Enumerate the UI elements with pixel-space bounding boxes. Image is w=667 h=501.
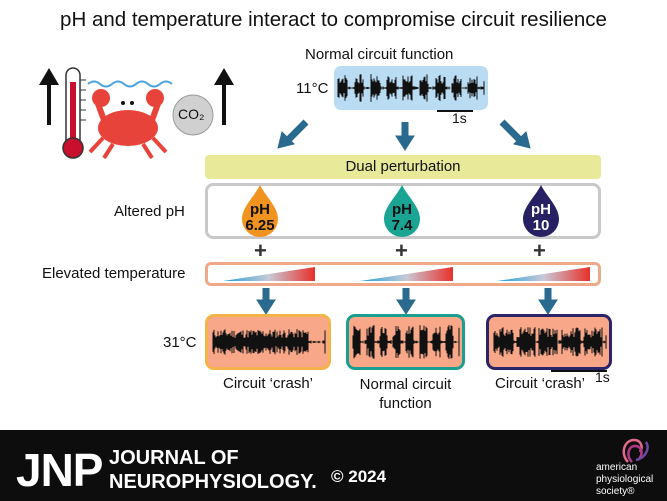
bottom-trace-waveforms — [212, 325, 607, 359]
temperature-box — [205, 262, 601, 286]
trace-normal-waveform — [352, 325, 460, 359]
right-arrow-icon — [499, 119, 523, 143]
environment-icons — [39, 67, 234, 160]
water-waves-icon — [87, 80, 173, 88]
temperature-ramp-center-icon — [360, 267, 453, 281]
elevated-temperature-label: Elevated temperature — [42, 265, 186, 282]
copyright-text: © 2024 — [331, 467, 387, 486]
outcome-right-label: Circuit ‘crash’ — [495, 375, 586, 392]
ph-drop-neutral-ph: pH — [392, 201, 412, 218]
ph-box — [205, 183, 601, 239]
figure-title: pH and temperature interact to compromis… — [60, 8, 607, 31]
ph-drop-high-ph: pH — [531, 201, 551, 218]
diverging-arrows — [277, 119, 531, 151]
aps-logo-icon — [622, 438, 649, 463]
temperature-up-arrow-icon — [39, 68, 59, 125]
top-scale-bar — [437, 110, 473, 112]
high-temperature-label: 31°C — [163, 334, 197, 351]
society-name-line2: physiological — [596, 474, 654, 485]
down-arrowhead-right-icon — [538, 299, 558, 315]
co2-label: CO₂ — [178, 106, 205, 122]
outcome-center-label: Normal circuit function — [338, 375, 473, 413]
temperature-ramps — [223, 267, 590, 281]
plus-sign-left: + — [254, 238, 267, 263]
left-arrowhead-icon — [277, 131, 295, 149]
normal-circuit-label: Normal circuit function — [305, 46, 454, 63]
ph-drop-high-value: 10 — [533, 217, 550, 234]
co2-up-arrow-icon — [214, 68, 234, 125]
left-arrow-icon — [285, 119, 309, 143]
journal-name-line2: NEUROPHYSIOLOGY. — [109, 471, 317, 493]
ph-drop-low-value: 6.25 — [245, 217, 274, 234]
temperature-ramp-left-icon — [223, 267, 315, 281]
trace-crash-right-waveform — [493, 327, 607, 357]
dual-perturbation-bar: Dual perturbation — [205, 155, 601, 179]
society-name-line1: american — [596, 462, 638, 473]
crab-icon — [88, 89, 168, 160]
plus-sign-right: + — [533, 238, 546, 263]
right-arrowhead-icon — [513, 131, 531, 149]
ph-drop-low: pH 6.25 — [242, 185, 278, 237]
ph-drop-low-ph: pH — [250, 201, 270, 218]
altered-ph-label: Altered pH — [114, 203, 185, 220]
outcome-center-line1: Normal circuit — [359, 376, 452, 393]
temperature-ramp-right-icon — [497, 267, 590, 281]
ph-drop-neutral-value: 7.4 — [392, 217, 414, 234]
thermometer-icon — [62, 67, 86, 159]
journal-footer — [0, 430, 667, 501]
down-arrows — [256, 288, 558, 315]
top-trace — [334, 66, 488, 110]
society-name-line3: society® — [596, 486, 635, 497]
co2-bubble-icon — [172, 94, 214, 136]
down-arrowhead-left-icon — [256, 299, 276, 315]
jnp-logo: JNP — [16, 444, 103, 496]
low-temperature-label: 11°C — [296, 80, 329, 97]
ph-drop-high: pH 10 — [523, 185, 559, 237]
center-arrowhead-icon — [395, 135, 415, 151]
down-arrowhead-center-icon — [396, 299, 416, 315]
plus-sign-center: + — [395, 238, 408, 263]
trace-crash-left-waveform — [212, 329, 326, 355]
journal-name-line1: JOURNAL OF — [109, 447, 239, 469]
outcome-left-label: Circuit ‘crash’ — [222, 375, 313, 392]
bottom-scale-label: 1s — [595, 369, 610, 385]
bottom-scale-bar — [551, 370, 607, 372]
outcome-center-line2: function — [379, 395, 432, 412]
ph-drop-neutral: pH 7.4 — [384, 185, 420, 237]
top-scale-label: 1s — [452, 110, 467, 126]
